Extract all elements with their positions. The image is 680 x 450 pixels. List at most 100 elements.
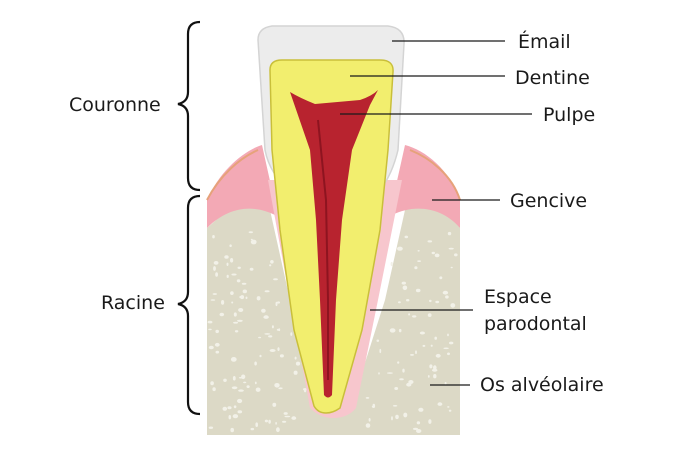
bone-dot [295,361,301,366]
bone-dot [415,350,417,355]
bone-dot [447,231,452,236]
bone-dot [230,357,237,362]
bone-dot [402,285,408,291]
bone-dot [254,381,257,385]
bone-dot [242,289,247,294]
bone-dot [237,410,243,414]
bone-dot [270,260,274,264]
pulp [290,90,378,398]
bone-dot [275,421,277,425]
bone-dot [277,347,280,351]
bone-dot [402,368,405,373]
bone-dot [291,416,297,420]
bone-dot [447,333,449,337]
bone-dot [213,261,219,265]
bone-dot [258,336,262,339]
bone-dot [224,255,229,259]
bone-dot [255,387,261,392]
bone-dot [445,295,449,299]
bone-dot [241,282,247,285]
bone-dot [243,381,247,384]
bone-dot [294,356,297,360]
label-email: Émail [518,30,571,53]
bone-dot [391,416,393,421]
bone-dot [398,301,401,304]
bone-dot [435,353,441,358]
bone-dot [223,378,227,382]
bone-texture [207,231,458,433]
bone-dot [417,250,420,252]
bone-dot [214,342,220,347]
bone-dot [429,364,433,369]
bone-dot [256,296,261,301]
label-gencive: Gencive [510,190,587,212]
bone-dot [229,244,232,247]
bone-dot [276,427,280,433]
bone-dot [406,299,410,302]
bone-dot [415,288,421,293]
bone-dot [395,414,399,420]
bone-dot [394,387,399,390]
bone-dot [228,415,232,420]
bone-dot [399,378,404,381]
bone-dot [221,300,225,305]
bone-dot [417,260,421,262]
label-couronne: Couronne [69,94,161,116]
bone-dot [418,407,424,412]
bone-dot [207,320,213,324]
bone-dot [237,319,243,322]
bone-dot [264,333,271,335]
bone-dot [444,381,447,385]
bone-dot [263,315,269,319]
leader-lines [340,40,532,386]
bone-dot [227,406,232,410]
bone-dot [303,388,307,391]
bone-dot [208,426,214,429]
bone-dot [278,387,283,390]
bone-dot [268,419,271,424]
bone-dot [447,352,450,356]
bone-dot [213,266,216,271]
bone-dot [250,238,253,241]
label-pulpe: Pulpe [543,104,595,126]
bone-dot [432,368,438,372]
bone-dot [226,274,229,278]
bone-dot [238,308,244,312]
bone-dot [293,370,298,375]
bone-dot [277,301,280,304]
bone-dot [274,383,280,388]
gum [206,145,461,228]
bone-dot [275,301,278,307]
bone-dot [431,251,435,255]
bone-dot [269,349,276,352]
bone-dot [412,315,417,318]
bone-dot [449,341,454,345]
bone-dot [233,312,237,317]
bone-dot [222,406,228,411]
bone-dot [248,231,253,234]
bone-dot [365,423,371,428]
bone-dot [276,328,280,331]
bone-dot [433,374,437,379]
bone-dot [261,308,266,313]
bone-dot [212,235,215,239]
bone-dot [397,246,403,251]
bone-dot [268,335,273,338]
bone-dot [255,422,258,428]
bone-dot [259,354,262,358]
bone-dot [232,376,236,381]
bone-dot [392,405,398,407]
bone-dot [450,303,456,308]
bone-dot [428,419,432,424]
bone-dot [397,361,400,364]
bone-dot [442,290,449,295]
bone-dot [241,374,246,380]
bone-dot [215,350,220,354]
bone-dot [208,328,212,331]
bone-dot [238,389,244,392]
label-dentine: Dentine [515,67,590,89]
bone-dot [273,278,278,281]
bone-dot [233,321,239,324]
bone-dot [448,409,452,412]
